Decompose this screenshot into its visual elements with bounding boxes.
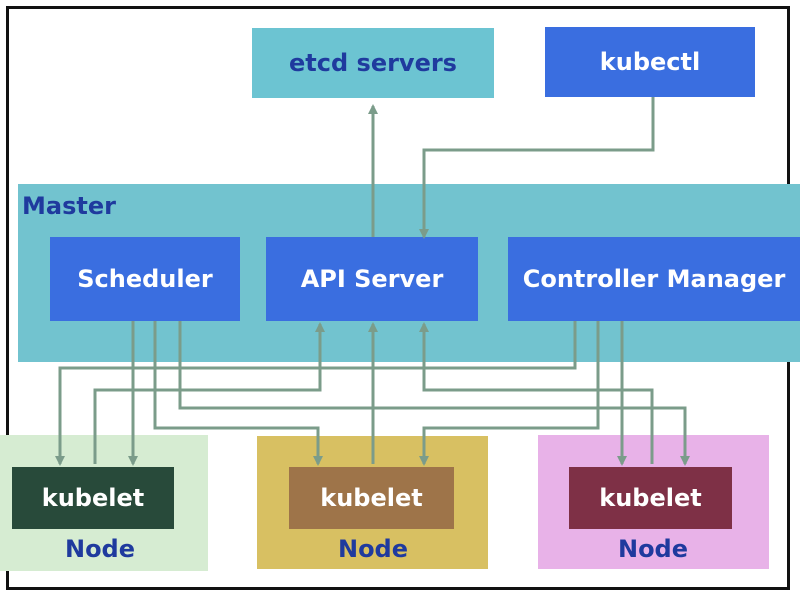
kubelet-box-2: kubelet bbox=[289, 467, 454, 529]
etcd-servers-box: etcd servers bbox=[252, 28, 494, 98]
controller-manager-label: Controller Manager bbox=[522, 265, 786, 293]
scheduler-to-kubelet3-arrow bbox=[178, 321, 690, 466]
master-label: Master bbox=[22, 192, 116, 220]
scheduler-to-kubelet2-arrow bbox=[153, 321, 323, 466]
kubelet-label-2: kubelet bbox=[320, 484, 423, 512]
kubectl-to-api-arrow bbox=[419, 97, 655, 239]
kubelet-box-3: kubelet bbox=[569, 467, 732, 529]
kubelet-box-1: kubelet bbox=[12, 467, 174, 529]
cm-to-kubelet1-arrow bbox=[55, 321, 577, 466]
api-server-box: API Server bbox=[266, 237, 478, 321]
kubectl-label: kubectl bbox=[599, 48, 701, 76]
kubelet1-to-api-arrow bbox=[93, 322, 325, 464]
kubelet-label-1: kubelet bbox=[41, 484, 145, 512]
scheduler-box: Scheduler bbox=[50, 237, 240, 321]
controller-manager-box: Controller Manager bbox=[508, 237, 800, 321]
kubectl-box: kubectl bbox=[545, 27, 755, 97]
kubelet-label-3: kubelet bbox=[599, 484, 702, 512]
cm-to-kubelet2-arrow bbox=[419, 321, 600, 466]
node-label-2: Node bbox=[337, 535, 409, 563]
node-label-3: Node bbox=[617, 535, 689, 563]
api-server-label: API Server bbox=[300, 265, 444, 293]
scheduler-label: Scheduler bbox=[77, 265, 213, 293]
node-label-1: Node bbox=[64, 535, 136, 563]
etcd-servers-label: etcd servers bbox=[289, 49, 457, 77]
kubelet3-to-api-arrow bbox=[419, 322, 654, 464]
